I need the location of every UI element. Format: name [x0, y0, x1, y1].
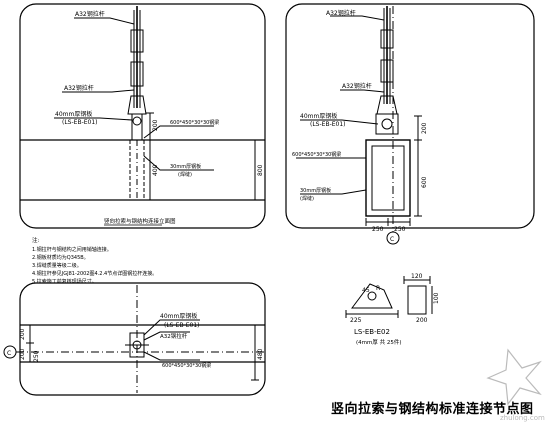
panel-elevation-text: A32钢拉杆 A32钢拉杆 40mm厚钢板 (LS-EB-E01) 600*45… [55, 10, 264, 178]
d-qty-label: (4mm厚 共 25件) [356, 338, 402, 346]
a-weld-label: (焊缝) [178, 171, 192, 178]
c-axis-label: C [7, 350, 11, 357]
watermark-logo: zhulong.com [486, 348, 545, 422]
d-dim-45: 45 [362, 287, 370, 294]
b-dim-600: 600 [421, 176, 428, 188]
a-cable-label-lower: A32钢拉杆 [64, 84, 94, 92]
b-box-inner [371, 145, 405, 211]
panel-elevation-frame [19, 3, 266, 229]
c-dim-200a: 200 [19, 328, 26, 340]
b-box-outer [365, 139, 411, 217]
d-dim-200: 200 [416, 317, 428, 324]
a-dim-800: 800 [257, 164, 264, 176]
b-axis-label: C [390, 236, 394, 243]
gusset-plate [131, 113, 143, 141]
panel-elevation [19, 3, 266, 229]
b-dim-250b: 250 [394, 226, 406, 233]
panel-a-caption: 竖向拉索与钢结构连接立面图 [104, 217, 176, 225]
c-dim-250: 250 [33, 350, 40, 362]
d-ref-label: LS-EB-E02 [354, 328, 390, 336]
panel-plate-detail [345, 276, 433, 318]
turnbuckle-upper [130, 29, 144, 53]
b-gap-label: 30mm厚钢板 [300, 187, 331, 194]
panel-plan-frame [19, 282, 266, 396]
notes-heading: 注: [32, 236, 40, 244]
b-beam-label: 600*450*30*30钢梁 [292, 151, 341, 158]
d-dim-225: 225 [350, 317, 362, 324]
panel-plate-detail-text: 225 120 100 200 45 R LS-EB-E02 (4mm厚 共 2… [350, 273, 440, 346]
caption-and-notes: 竖向拉索与钢结构连接立面图 注: 1.钢拉杆与钢结构之间用销轴连接。 2.钢板材… [32, 217, 176, 285]
a-dim-200: 200 [152, 119, 159, 131]
d-dim-120: 120 [411, 273, 423, 280]
b-plate-ref: (LS-EB-E01) [310, 121, 346, 128]
a-plate-label: 40mm厚钢板 [55, 110, 92, 118]
a-beam-label: 600*450*30*30钢梁 [170, 119, 219, 126]
a-dim-400: 400 [152, 164, 159, 176]
watermark-text: zhulong.com [500, 414, 545, 422]
notes-line-3: 3.焊缝质量等级二级。 [32, 262, 82, 269]
c-plate-ref: (LS-EB-E01) [164, 322, 200, 329]
panel-section-frame [285, 3, 535, 229]
c-cable-label: A32钢拉杆 [160, 332, 188, 340]
panel-section-text: A32钢拉杆 A32钢拉杆 40mm厚钢板 (LS-EB-E01) 600*45… [292, 9, 428, 243]
turnbuckle-lower [130, 61, 144, 87]
notes-line-4: 4.钢拉杆参见JGJ81-2002图4.2.4节点详图钢拉杆连接。 [32, 270, 157, 277]
b-pin [381, 118, 393, 130]
a-plate-ref: (LS-EB-E01) [62, 119, 98, 126]
a-cable-label: A32钢拉杆 [75, 10, 105, 18]
b-cable-label-lower: A32钢拉杆 [342, 82, 372, 90]
d-plate-side [407, 285, 427, 315]
b-plate-label: 40mm厚钢板 [300, 112, 337, 120]
c-plate-label: 40mm厚钢板 [160, 312, 197, 320]
b-dim-200: 200 [421, 122, 428, 134]
d-radius: R [376, 285, 380, 292]
leader-plate [54, 117, 133, 121]
d-plate-outline [351, 283, 393, 309]
c-dim-480: 480 [257, 348, 264, 360]
d-dim-100: 100 [433, 292, 440, 304]
cable-fork [127, 95, 147, 115]
panel-section [285, 3, 535, 245]
c-dim-200b: 200 [19, 348, 26, 360]
a-gap-label: 30mm厚钢板 [170, 163, 201, 170]
pin [132, 116, 142, 126]
notes-line-5: 5.拉索施工前复核现场尺寸。 [32, 278, 97, 285]
leader-cable-top [74, 17, 135, 25]
leader-gap [143, 155, 214, 171]
leader-beam [143, 125, 214, 139]
notes-line-2: 2.钢板材质均为Q345B。 [32, 254, 89, 261]
c-beam-label: 600*450*30*30钢梁 [162, 362, 211, 369]
panel-plan-text: 40mm厚钢板 (LS-EB-E01) A32钢拉杆 600*450*30*30… [7, 312, 264, 369]
b-axis-bubble [386, 231, 400, 245]
notes-line-1: 1.钢拉杆与钢结构之间用销轴连接。 [32, 246, 112, 253]
b-weld-label: (焊缝) [300, 195, 314, 202]
b-dim-250: 250 [372, 226, 384, 233]
panel-plan [3, 282, 266, 396]
b-cable-label: A32钢拉杆 [326, 9, 356, 17]
leader-cable-low [62, 89, 135, 93]
c-axis-bubble [3, 345, 17, 359]
drawing-title: 竖向拉索与钢结构标准连接节点图 [331, 402, 534, 417]
